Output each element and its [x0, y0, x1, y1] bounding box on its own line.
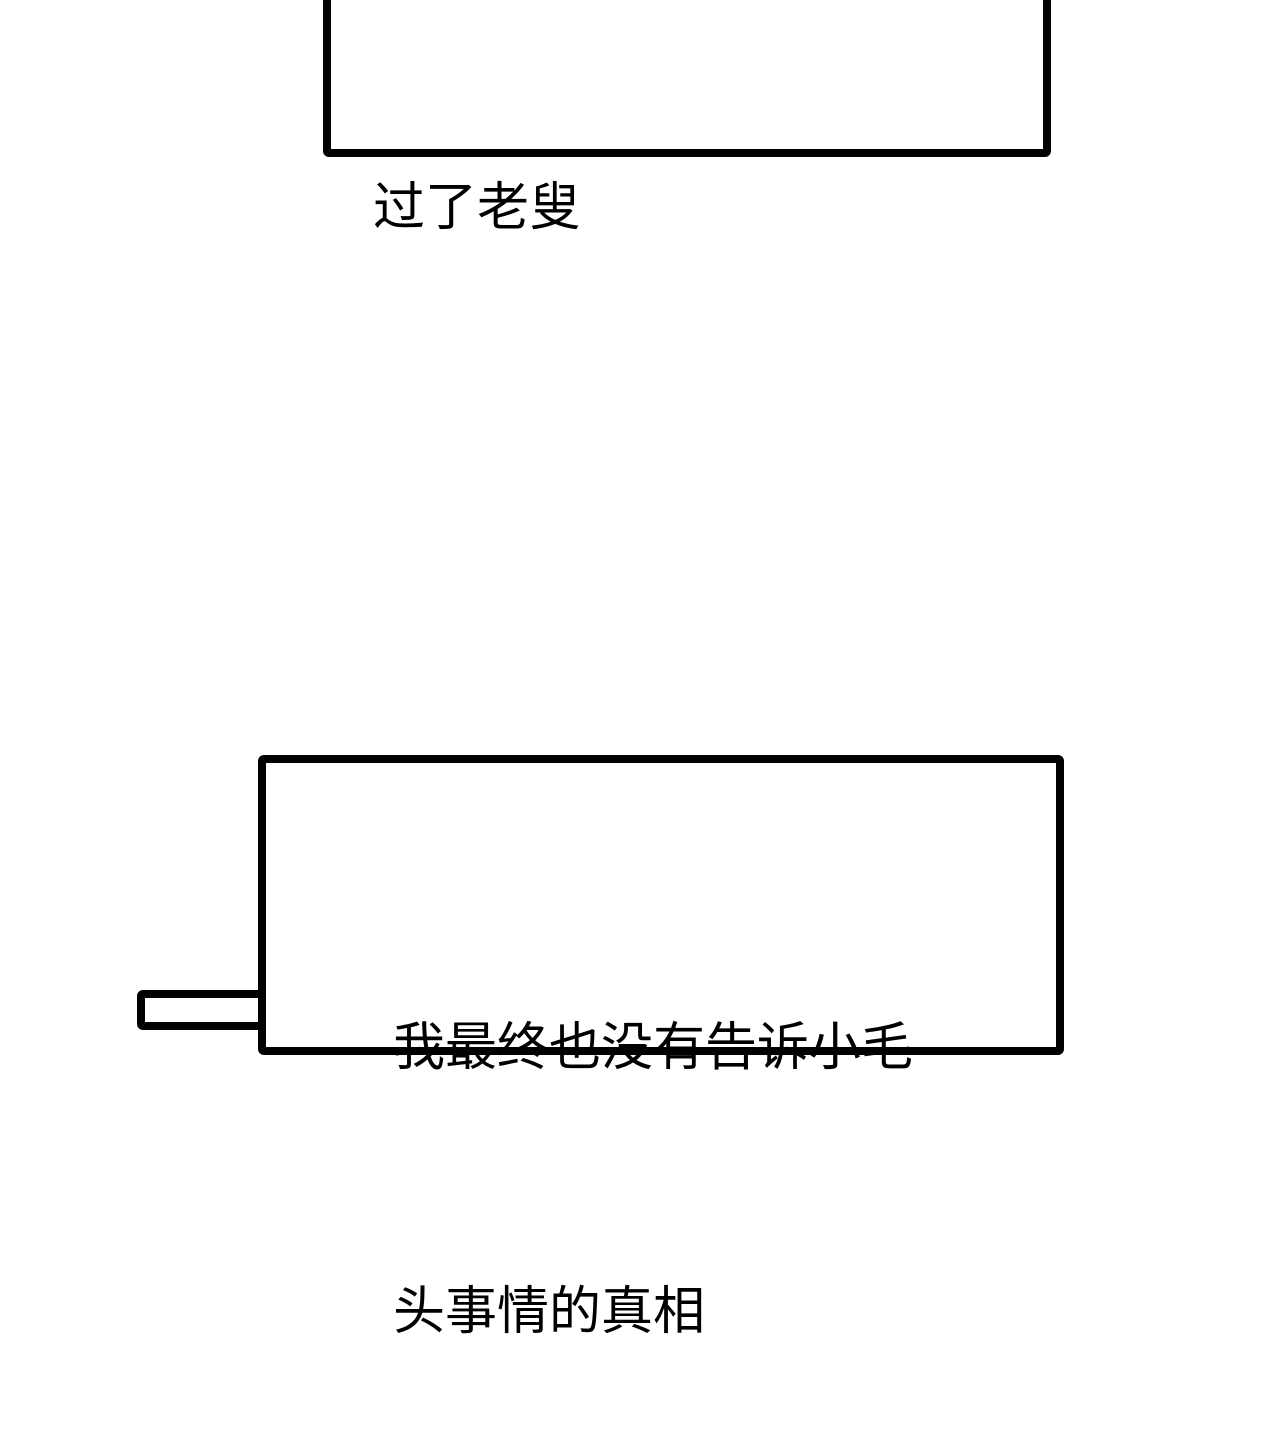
- caption-box-top: [323, 0, 1051, 157]
- caption-line: 头事情的真相: [393, 1282, 706, 1342]
- caption-line: 过了老叟: [373, 178, 582, 238]
- caption-text-top: 过了老叟: [373, 0, 1013, 340]
- caption-text-bottom: 我最终也没有告诉小毛 头事情的真相: [393, 828, 1013, 1444]
- caption-line: 我最终也没有告诉小毛: [393, 1018, 914, 1078]
